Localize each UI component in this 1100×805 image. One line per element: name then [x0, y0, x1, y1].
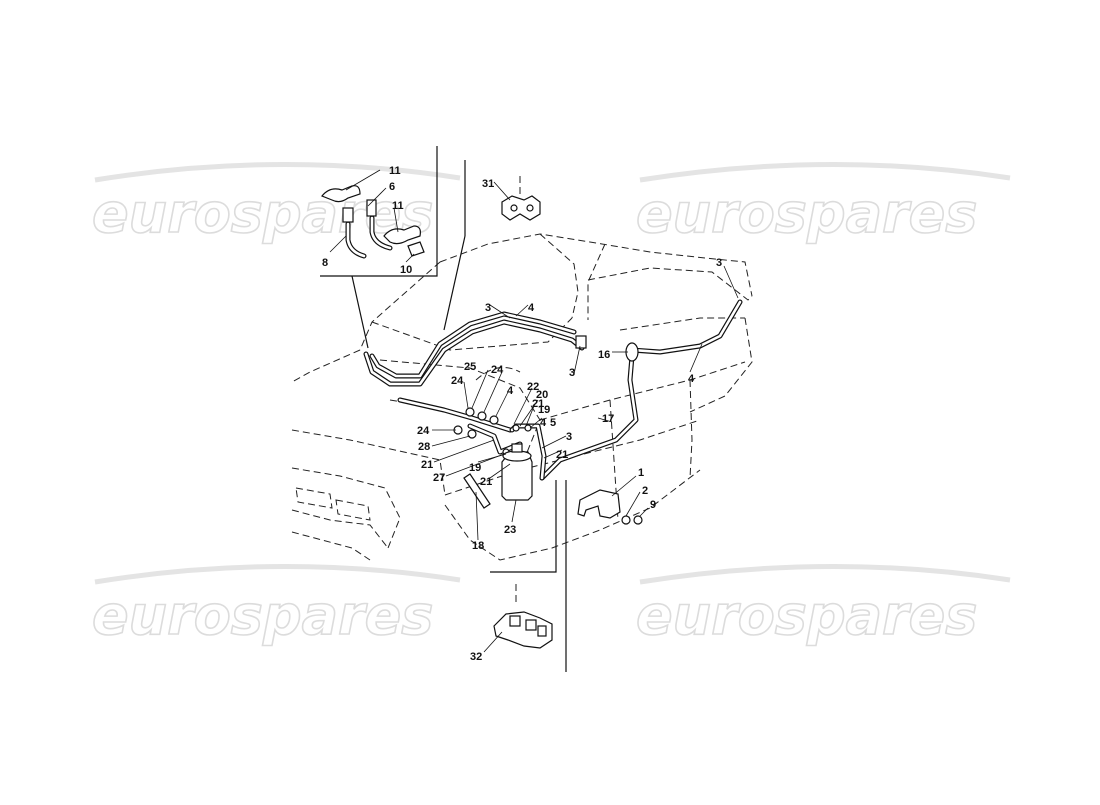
clip-part-11-lower — [383, 225, 421, 245]
union-fitting — [477, 411, 487, 421]
wheel-arch-hint — [475, 367, 521, 381]
callout-21: 21 — [532, 398, 544, 410]
callout-4: 4 — [528, 302, 535, 314]
callout-21: 21 — [556, 449, 568, 461]
callout-32: 32 — [470, 651, 482, 663]
callout-9: 9 — [650, 499, 656, 511]
nut-part-9 — [633, 515, 643, 525]
door-sill-top — [519, 419, 701, 471]
inset-pointer — [443, 235, 466, 331]
bolt-part-10 — [407, 241, 425, 257]
beltline — [539, 361, 746, 421]
watermark-group: eurospares eurospares eurospares eurospa… — [91, 162, 1011, 648]
callout-2: 2 — [642, 485, 648, 497]
filter-part-18 — [463, 473, 491, 509]
inset-pointer — [351, 275, 369, 349]
callout-23: 23 — [504, 524, 516, 536]
bracket-part-32 — [493, 611, 553, 649]
bumper-top — [291, 509, 389, 549]
rear-window — [587, 267, 753, 301]
callout-4: 4 — [688, 373, 695, 385]
callout-24: 24 — [417, 425, 430, 437]
callout-22: 22 — [527, 381, 539, 393]
fitting-part — [342, 207, 354, 223]
watermark-swoosh — [639, 162, 1011, 183]
inset-border — [490, 480, 557, 573]
callout-21: 21 — [421, 459, 433, 471]
union-fitting — [465, 407, 475, 417]
watermark-swoosh — [94, 564, 461, 585]
bracket-assembly-1 — [577, 489, 643, 525]
callout-5: 5 — [550, 417, 556, 429]
car-body-outline — [291, 233, 753, 561]
callout-labels: 11 6 11 8 10 31 3 4 3 16 4 3 25 24 24 4 … — [322, 165, 722, 663]
roofline — [439, 233, 753, 297]
callout-31: 31 — [482, 178, 494, 190]
watermark-swoosh — [639, 564, 1011, 585]
bumper-lower — [291, 531, 371, 561]
callout-24: 24 — [451, 375, 464, 387]
callout-19: 19 — [469, 462, 481, 474]
callout-21: 21 — [480, 476, 492, 488]
bracket-part-1 — [577, 489, 621, 519]
callout-3: 3 — [566, 431, 572, 443]
front-grille-right — [335, 499, 371, 521]
watermark-bottom-left: eurospares — [92, 584, 433, 647]
callout-24: 24 — [491, 364, 504, 376]
callout-19: 19 — [538, 404, 550, 416]
charcoal-canister-23 — [501, 443, 533, 501]
callout-11: 11 — [392, 200, 404, 212]
brake-pipe-runs — [363, 299, 743, 481]
callout-8: 8 — [322, 257, 328, 269]
callout-17: 17 — [602, 413, 614, 425]
union-fitting — [512, 424, 520, 432]
callout-27: 27 — [433, 472, 445, 484]
watermark-top-right: eurospares — [636, 182, 977, 245]
canister-cap — [511, 443, 523, 453]
inset-bracket-32 — [490, 480, 567, 672]
cowl — [291, 349, 361, 383]
callout-4: 4 — [540, 417, 547, 429]
callout-16: 16 — [598, 349, 610, 361]
callout-6: 6 — [389, 181, 395, 193]
c-pillar — [587, 243, 606, 320]
rocker-panel — [444, 469, 701, 561]
union-fitting — [467, 429, 477, 439]
inset-clip-detail — [320, 146, 438, 349]
door-line-rear — [689, 379, 693, 479]
callout-25: 25 — [464, 361, 476, 373]
union-fitting — [524, 424, 532, 432]
callout-20: 20 — [536, 389, 548, 401]
callout-28: 28 — [418, 441, 430, 453]
bracket-part-31 — [501, 195, 541, 221]
front-grille — [295, 487, 333, 509]
rear-quarter — [689, 317, 753, 413]
watermark-top-left: eurospares — [92, 182, 433, 245]
callout-10: 10 — [400, 264, 412, 276]
callout-4: 4 — [507, 385, 514, 397]
bonnet-front — [291, 429, 446, 496]
washer-part-2 — [621, 515, 631, 525]
union-fitting — [489, 415, 499, 425]
callout-1: 1 — [638, 467, 644, 479]
watermark-swoosh — [94, 162, 461, 183]
callout-18: 18 — [472, 540, 484, 552]
inset-bracket-31 — [443, 160, 541, 331]
callout-11: 11 — [389, 165, 401, 177]
b-pillar — [539, 233, 579, 319]
clip-part-11 — [321, 185, 361, 203]
connector-fitting — [575, 335, 587, 349]
callout-3: 3 — [716, 257, 722, 269]
inset-border — [320, 146, 438, 277]
watermark-bottom-right: eurospares — [636, 584, 977, 647]
callout-3: 3 — [569, 367, 575, 379]
callout-3: 3 — [485, 302, 491, 314]
leader-lines — [329, 169, 739, 653]
